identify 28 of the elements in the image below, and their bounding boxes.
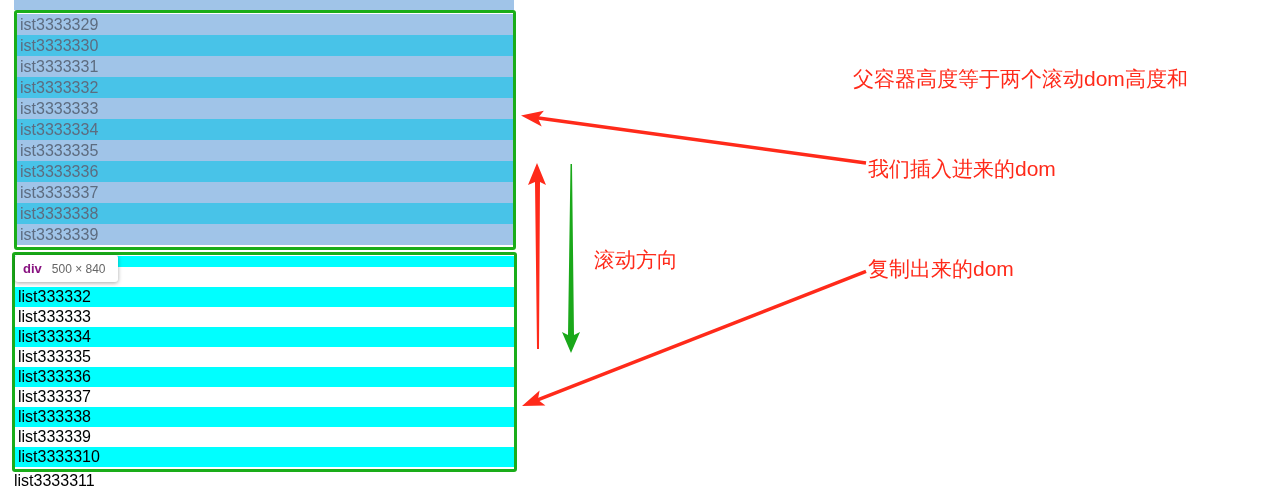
element-tag: div bbox=[23, 261, 42, 276]
list-item: ist3333331 bbox=[17, 56, 513, 77]
list-item: ist3333332 bbox=[17, 77, 513, 98]
list-item: list3333310 bbox=[15, 447, 514, 467]
arrow bbox=[521, 110, 867, 165]
list-item: ist3333330 bbox=[17, 35, 513, 56]
list-item: ist3333335 bbox=[17, 140, 513, 161]
list-item: ist3333329 bbox=[17, 14, 513, 35]
list-item: ist3333334 bbox=[17, 119, 513, 140]
list-item: list333338 bbox=[15, 407, 514, 427]
list-container bbox=[14, 10, 516, 250]
tooltip bbox=[15, 255, 118, 282]
arrow bbox=[522, 269, 867, 406]
list-item-text: list3333311 bbox=[14, 471, 95, 490]
list-item: ist3333339 bbox=[17, 224, 513, 245]
list-item: ist3333333 bbox=[17, 98, 513, 119]
size-label: 500 × 840 bbox=[51, 261, 106, 276]
list-container bbox=[12, 252, 517, 472]
list-item: ist3333338 bbox=[17, 203, 513, 224]
list-item: ist3333336 bbox=[17, 161, 513, 182]
annotation-text: 滚动方向 bbox=[594, 248, 678, 272]
list-item: list333334 bbox=[15, 327, 514, 347]
list-item: list333336 bbox=[15, 367, 514, 387]
annotation-text: 复制出来的dom bbox=[866, 257, 1016, 281]
list-item: list333332 bbox=[15, 287, 514, 307]
annotation-text: 我们插入进来的dom bbox=[866, 157, 1058, 181]
list-item: ist3333337 bbox=[17, 182, 513, 203]
annotation-text: 父容器高度等于两个滚动dom高度和 bbox=[853, 67, 1188, 91]
